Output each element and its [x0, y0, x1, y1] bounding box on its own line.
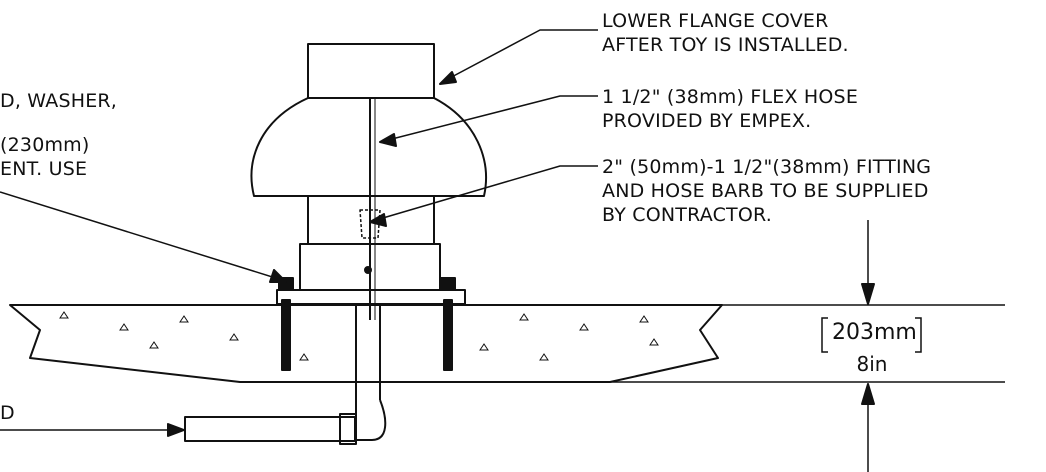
concrete-slab [9, 304, 723, 383]
callout-flex-hose-line2: PROVIDED BY EMPEX. [602, 110, 812, 132]
leader-flange-cover [445, 29, 598, 81]
anchor-bolt-right [443, 299, 453, 371]
callout-anchor-line3: ENT. USE [0, 158, 88, 180]
leader-anchor [0, 191, 283, 281]
callout-anchor-line2: (230mm) [0, 134, 90, 156]
leader-fitting [375, 165, 598, 221]
leader-flex-hose [387, 95, 598, 141]
horizontal-pipe [184, 416, 356, 442]
vertical-pipe [355, 305, 381, 410]
callout-fitting-line1: 2" (50mm)-1 1/2"(38mm) FITTING [602, 156, 932, 178]
dimension-metric: 203mm [832, 320, 917, 345]
callout-pipe-line1: D [0, 402, 15, 424]
callout-flange-cover-line1: LOWER FLANGE COVER [602, 10, 829, 32]
anchor-bolt-left [281, 299, 291, 371]
nut-right [440, 277, 456, 291]
callout-flex-hose-line1: 1 1/2" (38mm) FLEX HOSE [602, 86, 859, 108]
flange-cover-collar [307, 43, 435, 99]
dimension-imperial: 8in [856, 352, 888, 376]
flange-cover-bell [250, 97, 487, 197]
callout-flange-cover-line2: AFTER TOY IS INSTALLED. [602, 34, 849, 56]
callout-fitting-line3: BY CONTRACTOR. [602, 204, 772, 226]
pipe-elbow [355, 399, 387, 441]
callout-anchor-line1: D, WASHER, [0, 90, 118, 112]
callout-fitting-line2: AND HOSE BARB TO BE SUPPLIED [602, 180, 929, 202]
